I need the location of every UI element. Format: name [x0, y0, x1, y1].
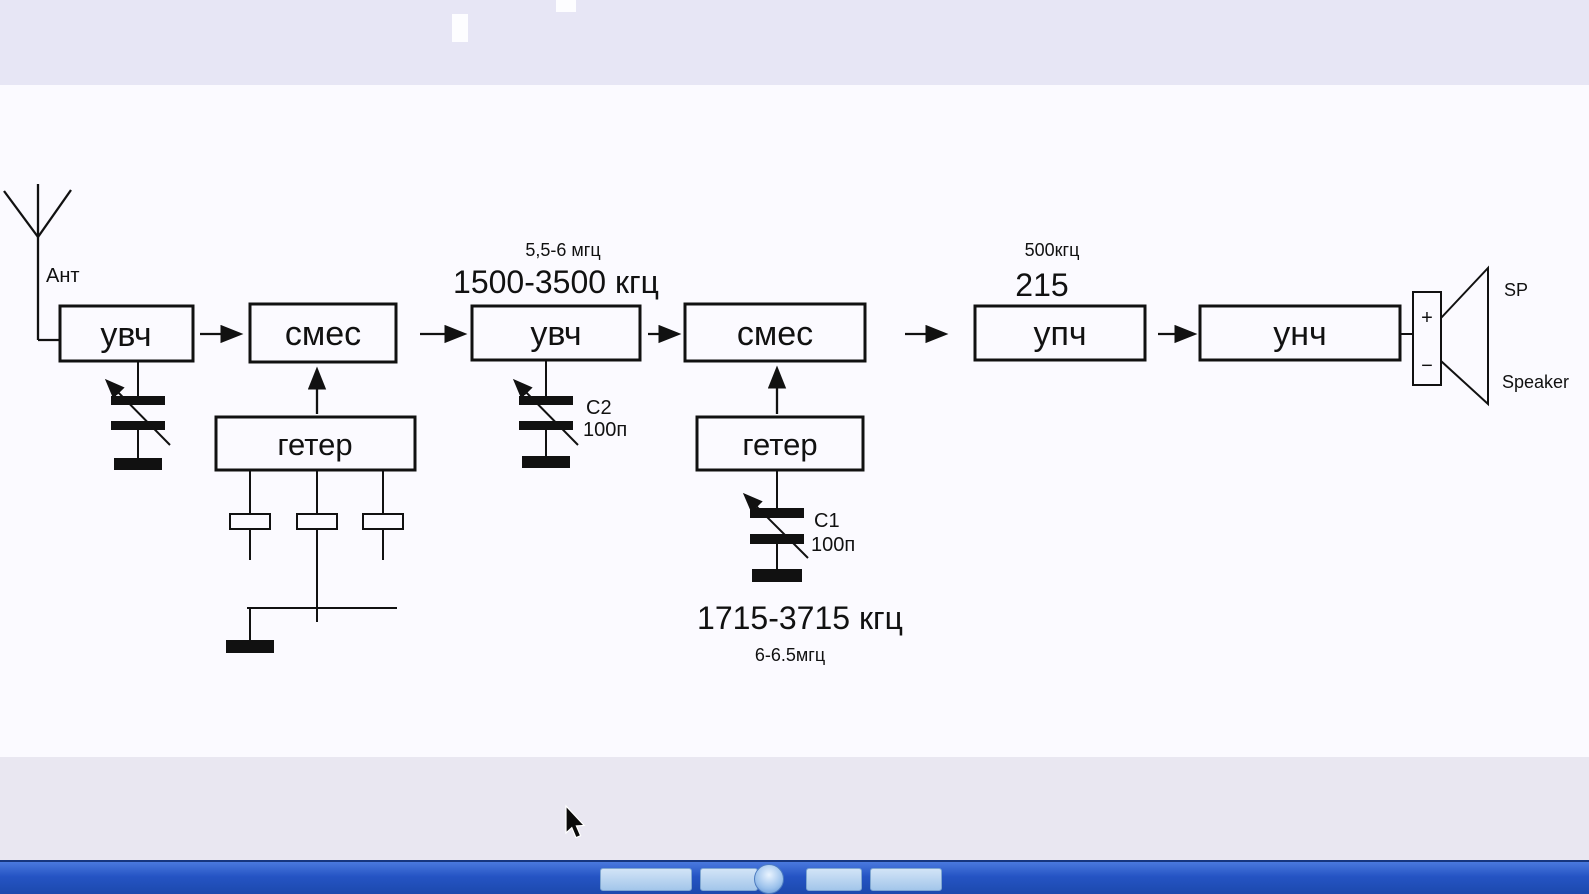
taskbar-button[interactable]: [600, 868, 692, 891]
speaker-minus-label: −: [1421, 355, 1433, 377]
freq-big-geter2: 1715-3715 кгц: [697, 600, 903, 636]
taskbar-button[interactable]: [870, 868, 942, 891]
ground-symbol: [752, 569, 802, 582]
c1-value-label: 100п: [811, 534, 855, 556]
variable-capacitor-c2: C2 100п: [512, 360, 627, 468]
block-smes1-label: смес: [285, 315, 361, 353]
block-geter2: гетер: [695, 415, 865, 472]
block-upch: упч: [973, 304, 1147, 362]
antenna-symbol: Ант: [3, 184, 80, 342]
ground-symbol: [522, 456, 570, 468]
speaker-symbol: + − SP Speaker: [1400, 265, 1569, 407]
block-uvch1-label: увч: [100, 316, 151, 354]
c2-value-label: 100п: [583, 419, 627, 441]
ground-symbol: [114, 458, 162, 470]
block-geter1: гетер: [214, 415, 417, 472]
block-geter1-label: гетер: [277, 427, 352, 462]
top-strip-artifact: [452, 14, 468, 42]
speaker-cone: [1440, 265, 1489, 407]
top-strip: [0, 0, 1589, 85]
bottom-strip: [0, 757, 1589, 860]
block-unch: унч: [1198, 304, 1402, 362]
c2-name-label: C2: [586, 397, 612, 419]
capacitor-symbol: [296, 513, 338, 530]
taskbar: [0, 860, 1589, 894]
taskbar-button[interactable]: [806, 868, 862, 891]
freq-big-uvch2: 1500-3500 кгц: [453, 264, 659, 300]
freq-small-upch: 500кгц: [1025, 240, 1080, 260]
block-uvch2-label: увч: [530, 315, 581, 353]
capacitor-symbol: [362, 513, 404, 530]
freq-small-uvch2: 5,5-6 мгц: [525, 240, 600, 260]
ground-symbol: [226, 640, 274, 653]
block-uvch2: увч: [470, 304, 642, 362]
variable-capacitor-c1: C1 100п: [742, 470, 855, 582]
taskbar-orb[interactable]: [754, 864, 784, 894]
speaker-plus-label: +: [1421, 307, 1433, 329]
freq-small-geter2: 6-6.5мгц: [755, 645, 825, 665]
block-smes1: смес: [248, 302, 398, 364]
block-smes2: смес: [683, 302, 867, 363]
block-upch-label: упч: [1033, 315, 1086, 353]
freq-big-upch: 215: [1015, 267, 1068, 303]
c1-name-label: C1: [814, 510, 840, 532]
block-geter2-label: гетер: [742, 427, 817, 462]
antenna-label: Ант: [46, 265, 80, 287]
speaker-sp-label: SP: [1504, 280, 1528, 300]
variable-capacitor-input: [104, 361, 171, 470]
top-strip-artifact: [556, 0, 576, 12]
crystal-bank: [226, 470, 404, 653]
capacitor-symbol: [229, 513, 271, 530]
speaker-text-label: Speaker: [1502, 372, 1569, 392]
block-smes2-label: смес: [737, 315, 813, 353]
block-uvch1: увч: [58, 304, 195, 363]
block-unch-label: унч: [1273, 315, 1327, 353]
mouse-cursor: [565, 804, 586, 839]
